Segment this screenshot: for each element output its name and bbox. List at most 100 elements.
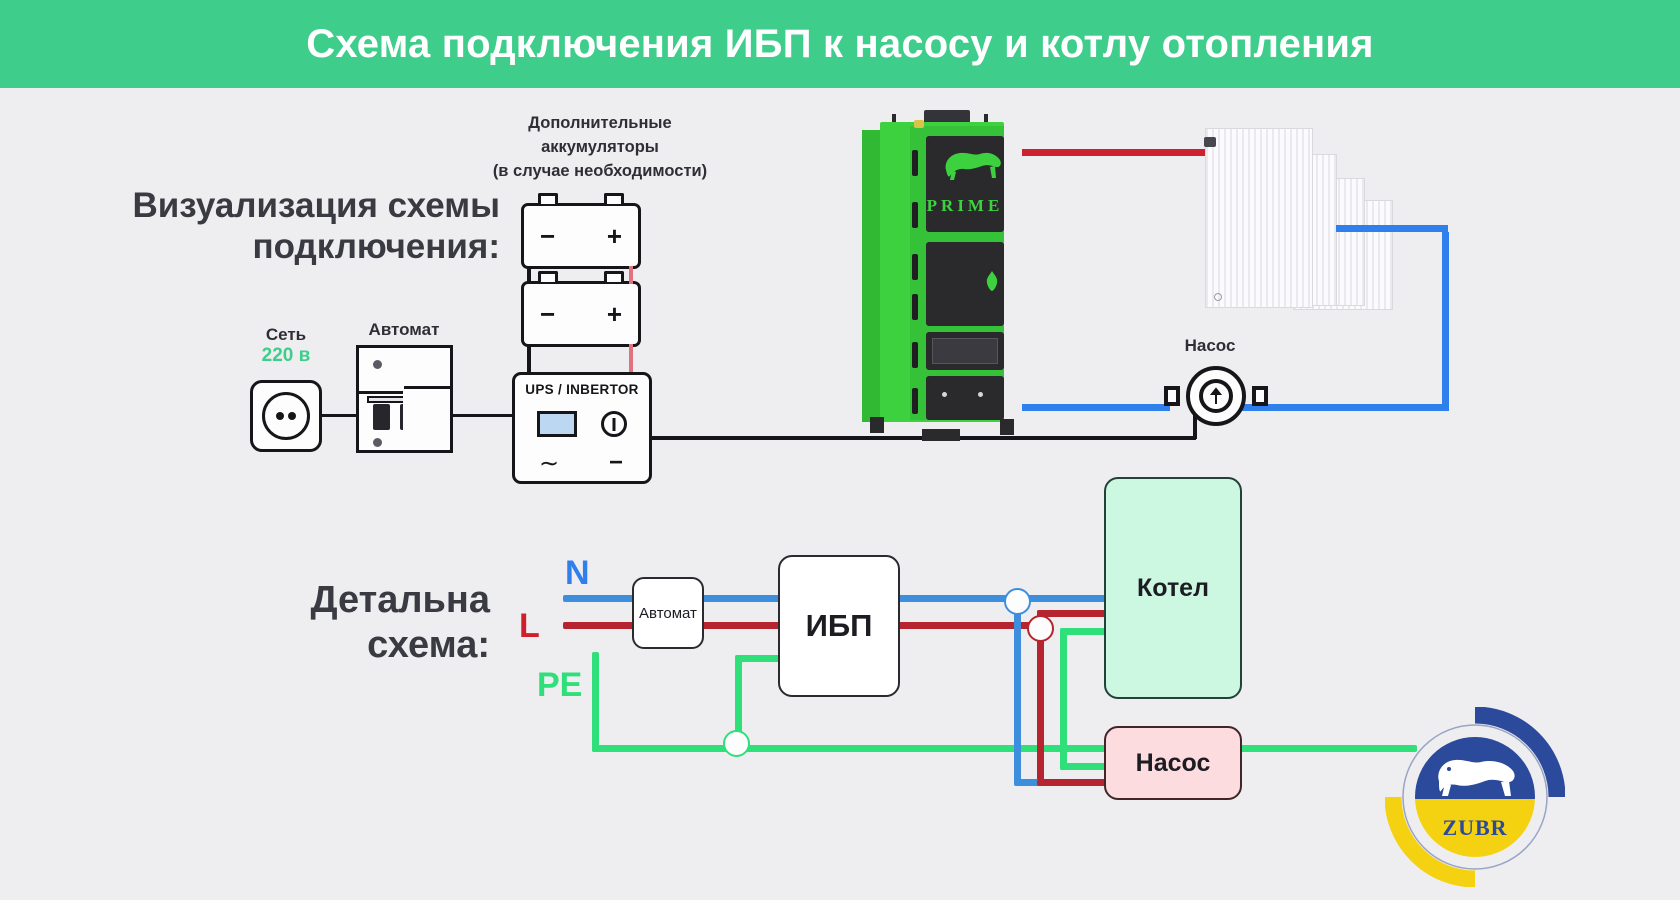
battery-upper: − + bbox=[521, 193, 641, 269]
schematic-wire-earth-horizontal bbox=[592, 745, 742, 752]
wire-socket-to-breaker bbox=[322, 414, 358, 417]
radiator-group bbox=[1204, 122, 1405, 322]
battery-plus-sign: + bbox=[606, 221, 622, 251]
battery-terminal-positive bbox=[604, 271, 624, 282]
battery-caption-line-1: Дополнительные bbox=[528, 114, 672, 132]
wire-breaker-to-ups bbox=[452, 414, 514, 417]
schematic-line-to-nasos bbox=[1037, 779, 1112, 786]
schematic-ups-box[interactable]: ИБП bbox=[778, 555, 900, 697]
circuit-breaker-second-pole bbox=[403, 345, 453, 453]
schematic-wire-earth-main bbox=[735, 745, 1417, 752]
wire-return-to-boiler-blue bbox=[1022, 404, 1170, 411]
boiler-hinge bbox=[912, 254, 918, 280]
schematic-neutral-to-kotel bbox=[1014, 595, 1112, 602]
socket-ring bbox=[262, 392, 310, 440]
wire-label-neutral: N bbox=[565, 554, 590, 592]
mains-voltage: 220 в bbox=[261, 345, 311, 366]
radiator-1 bbox=[1204, 128, 1313, 308]
schematic-wire-earth-riser-ups bbox=[735, 655, 742, 751]
boiler-ash-door[interactable] bbox=[926, 376, 1004, 420]
schematic-breaker-box[interactable]: Автомат bbox=[632, 577, 704, 649]
ac-sine-icon: ∼ bbox=[539, 449, 560, 477]
boiler-hinge bbox=[912, 294, 918, 320]
junction-node-line bbox=[1027, 615, 1054, 642]
wire-label-line: L bbox=[519, 607, 540, 645]
battery-minus-sign: − bbox=[540, 221, 556, 251]
detailed-section-label: Детальна схема: bbox=[310, 579, 491, 666]
dc-minus-icon: − bbox=[608, 449, 623, 476]
pump-outlet-flange bbox=[1252, 386, 1268, 406]
wire-return-top-blue bbox=[1336, 225, 1448, 232]
socket-hole bbox=[276, 412, 284, 420]
boiler-brand-label: PRIME bbox=[926, 196, 1004, 215]
schematic-pump-box[interactable]: Насос bbox=[1104, 726, 1242, 800]
battery-to-ups-negative bbox=[527, 344, 531, 372]
breaker-lever[interactable] bbox=[373, 404, 390, 430]
circulation-pump-icon bbox=[1160, 366, 1272, 426]
boiler-hinge bbox=[912, 342, 918, 368]
wire-return-riser-blue bbox=[1442, 232, 1449, 410]
boiler-hinge bbox=[912, 202, 918, 228]
bull-logo-icon bbox=[945, 152, 1001, 180]
boiler-leg bbox=[870, 417, 884, 433]
schematic-boiler-box[interactable]: Котел bbox=[1104, 477, 1242, 699]
page-title: Схема подключения ИБП к насосу и котлу о… bbox=[306, 21, 1374, 66]
logo-disc: ZUBR bbox=[1415, 737, 1535, 857]
brand-logo: ZUBR bbox=[1385, 707, 1565, 887]
radiator-valve bbox=[1204, 137, 1216, 147]
boiler-nameplate bbox=[932, 338, 998, 364]
wire-label-earth: PE bbox=[537, 666, 583, 704]
power-socket-icon bbox=[250, 380, 322, 452]
brand-name: ZUBR bbox=[1442, 815, 1508, 840]
battery-lower: − + bbox=[521, 271, 641, 347]
mains-label: Сеть bbox=[265, 325, 307, 344]
bison-logo-icon bbox=[1438, 759, 1515, 796]
boiler-hinge bbox=[912, 388, 918, 414]
logo-disc-bottom bbox=[1415, 799, 1535, 857]
ups-model-label: UPS / INBERTOR bbox=[525, 382, 639, 397]
breaker-screw bbox=[373, 360, 382, 369]
flame-icon bbox=[986, 271, 998, 291]
schematic-wire-neutral-out bbox=[898, 595, 1010, 602]
radiator-fins bbox=[1206, 129, 1312, 307]
breaker-inner-line bbox=[404, 386, 452, 389]
battery-plus-sign: + bbox=[606, 299, 622, 329]
battery-link-positive bbox=[629, 266, 633, 284]
ups-device: UPS / INBERTOR ∼ − bbox=[512, 372, 652, 484]
breaker-label: Автомат bbox=[368, 320, 440, 339]
schematic-line-riser bbox=[1037, 610, 1044, 785]
wire-return-horizontal-blue bbox=[1204, 404, 1449, 411]
battery-caption-line-3: (в случае необходимости) bbox=[492, 161, 708, 180]
battery-caption: Дополнительные аккумуляторы (в случае не… bbox=[455, 112, 745, 184]
boiler-control-plate bbox=[926, 332, 1004, 370]
battery-terminal-negative bbox=[538, 193, 558, 204]
power-button-icon[interactable] bbox=[601, 411, 627, 437]
solid-fuel-boiler: PRIME bbox=[862, 110, 1022, 441]
schematic-earth-riser bbox=[1060, 628, 1067, 752]
battery-minus-sign: − bbox=[540, 299, 556, 329]
schematic-wire-earth-drop bbox=[592, 652, 599, 752]
visualization-section-label: Визуализация схемы подключения: bbox=[132, 186, 501, 267]
breaker-screw bbox=[373, 438, 382, 447]
battery-terminal-positive bbox=[604, 193, 624, 204]
schematic-wire-earth-to-ups bbox=[735, 655, 790, 662]
battery-caption-line-2: аккумуляторы bbox=[541, 137, 659, 156]
pump-inlet-flange bbox=[1164, 386, 1180, 406]
boiler-upper-door[interactable]: PRIME bbox=[926, 136, 1004, 232]
junction-node-neutral bbox=[1004, 588, 1031, 615]
boiler-screw bbox=[942, 392, 947, 397]
schematic-earth-to-kotel bbox=[1060, 628, 1112, 635]
boiler-hinge bbox=[912, 150, 918, 176]
wire-ups-to-pump-riser bbox=[1193, 408, 1197, 439]
schematic-line-to-kotel bbox=[1037, 610, 1112, 617]
schematic-neutral-riser bbox=[1014, 595, 1021, 785]
pump-arrow-icon bbox=[1209, 387, 1223, 404]
boiler-badge bbox=[914, 120, 924, 128]
battery-link-negative bbox=[527, 266, 531, 284]
boiler-side-panel bbox=[862, 130, 884, 422]
boiler-middle-door[interactable] bbox=[926, 242, 1004, 326]
pump-impeller bbox=[1199, 379, 1233, 413]
schematic-wire-line-out bbox=[898, 622, 1033, 629]
radiator-drain bbox=[1214, 293, 1222, 301]
